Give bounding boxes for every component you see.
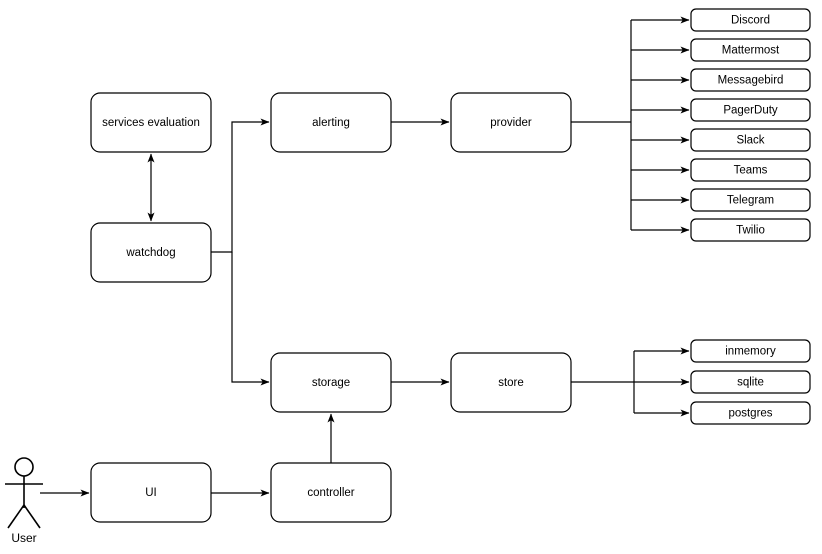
node-alerting[interactable]: alerting: [270, 92, 392, 153]
leaf-pagerduty-box[interactable]: [690, 98, 811, 122]
edge-watchdog-to-storage: [231, 252, 270, 386]
leaf-discord[interactable]: Discord: [690, 8, 811, 32]
node-provider[interactable]: provider: [450, 92, 572, 153]
leaf-postgres-box[interactable]: [690, 401, 811, 425]
node-controller-box[interactable]: [270, 462, 392, 523]
actor-leg-right-icon: [23, 504, 41, 529]
leaf-inmemory-box[interactable]: [690, 339, 811, 363]
leaf-teams[interactable]: Teams: [690, 158, 811, 182]
leaf-twilio[interactable]: Twilio: [690, 218, 811, 242]
node-watchdog-label: watchdog: [125, 247, 175, 259]
leaf-telegram-box[interactable]: [690, 188, 811, 212]
leaf-discord-box[interactable]: [690, 8, 811, 32]
leaf-pagerduty-label: PagerDuty: [723, 105, 778, 117]
node-services-evaluation-label: services evaluation: [102, 117, 200, 129]
node-watchdog[interactable]: watchdog: [90, 222, 212, 283]
edge-layer: [40, 16, 690, 497]
leaf-postgres-label: postgres: [728, 408, 772, 420]
node-provider-label: provider: [490, 117, 532, 129]
leaf-mattermost-box[interactable]: [690, 38, 811, 62]
leaf-messagebird[interactable]: Messagebird: [690, 68, 811, 92]
node-ui[interactable]: UI: [90, 462, 212, 523]
leaf-sqlite[interactable]: sqlite: [690, 370, 811, 394]
node-storage-label: storage: [312, 377, 350, 389]
node-store-box[interactable]: [450, 352, 572, 413]
leaf-messagebird-label: Messagebird: [718, 75, 784, 87]
edge-watchdog-to-alerting: [211, 118, 270, 253]
leaf-twilio-box[interactable]: [690, 218, 811, 242]
node-alerting-label: alerting: [312, 117, 350, 129]
actor-user[interactable]: User: [5, 457, 43, 545]
leaf-slack[interactable]: Slack: [690, 128, 811, 152]
node-provider-box[interactable]: [450, 92, 572, 153]
leaf-slack-label: Slack: [736, 135, 764, 147]
leaf-postgres[interactable]: postgres: [690, 401, 811, 425]
node-watchdog-box[interactable]: [90, 222, 212, 283]
node-store-label: store: [498, 377, 524, 389]
node-controller-label: controller: [307, 487, 354, 499]
leaf-pagerduty[interactable]: PagerDuty: [690, 98, 811, 122]
leaf-discord-label: Discord: [731, 15, 770, 27]
node-alerting-box[interactable]: [270, 92, 392, 153]
leaf-telegram-label: Telegram: [727, 195, 774, 207]
node-store[interactable]: store: [450, 352, 572, 413]
leaf-teams-label: Teams: [734, 165, 768, 177]
node-controller[interactable]: controller: [270, 462, 392, 523]
leaf-slack-box[interactable]: [690, 128, 811, 152]
provider-leaf-layer: Discord Mattermost Messagebird PagerDuty…: [690, 8, 811, 242]
actor-user-label: User: [11, 531, 36, 545]
node-services-evaluation[interactable]: services evaluation: [90, 92, 212, 153]
leaf-messagebird-box[interactable]: [690, 68, 811, 92]
leaf-inmemory[interactable]: inmemory: [690, 339, 811, 363]
leaf-mattermost[interactable]: Mattermost: [690, 38, 811, 62]
leaf-mattermost-label: Mattermost: [722, 45, 780, 57]
node-ui-box[interactable]: [90, 462, 212, 523]
node-layer: services evaluation watchdog alerting pr…: [90, 92, 572, 523]
node-storage-box[interactable]: [270, 352, 392, 413]
leaf-teams-box[interactable]: [690, 158, 811, 182]
actor-head-icon: [14, 457, 34, 477]
actor-leg-left-icon: [7, 504, 25, 529]
leaf-inmemory-label: inmemory: [725, 346, 776, 358]
leaf-telegram[interactable]: Telegram: [690, 188, 811, 212]
leaf-sqlite-box[interactable]: [690, 370, 811, 394]
node-storage[interactable]: storage: [270, 352, 392, 413]
leaf-twilio-label: Twilio: [736, 225, 765, 237]
leaf-sqlite-label: sqlite: [737, 377, 764, 389]
node-ui-label: UI: [145, 487, 157, 499]
store-leaf-layer: inmemory sqlite postgres: [690, 339, 811, 425]
node-services-evaluation-box[interactable]: [90, 92, 212, 153]
